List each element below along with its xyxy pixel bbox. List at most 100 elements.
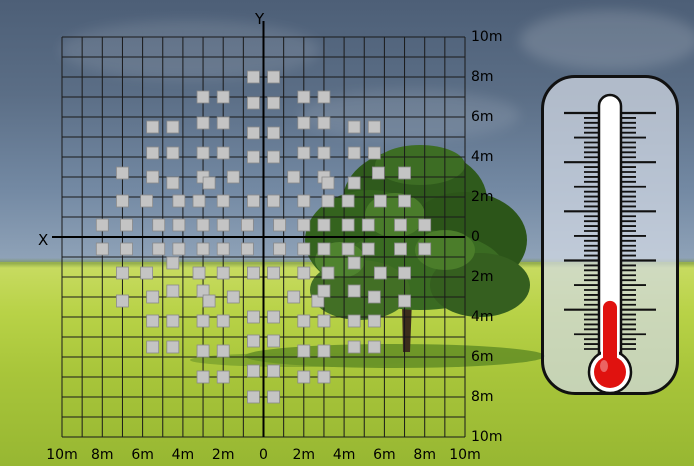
point-marker bbox=[216, 146, 230, 160]
point-marker bbox=[394, 242, 407, 256]
point-marker bbox=[166, 284, 180, 298]
point-marker bbox=[146, 314, 160, 328]
point-marker bbox=[152, 242, 166, 256]
point-marker bbox=[373, 194, 387, 208]
y-tick-label: 10m bbox=[471, 29, 503, 45]
point-marker bbox=[146, 290, 160, 304]
point-marker bbox=[202, 294, 216, 308]
point-marker bbox=[146, 146, 160, 160]
point-marker bbox=[140, 266, 154, 280]
point-marker bbox=[317, 218, 331, 232]
y-axis-name: Y bbox=[255, 10, 265, 28]
point-marker bbox=[367, 340, 381, 354]
point-marker bbox=[196, 344, 210, 358]
point-marker bbox=[152, 218, 166, 232]
x-tick-label: 2m bbox=[211, 447, 235, 463]
point-marker bbox=[321, 176, 335, 190]
point-marker bbox=[317, 344, 331, 358]
point-marker bbox=[267, 96, 280, 110]
point-marker bbox=[371, 166, 385, 180]
point-marker bbox=[240, 242, 254, 256]
y-tick-label: 2m bbox=[471, 189, 494, 205]
y-tick-label: 4m bbox=[471, 309, 494, 325]
point-marker bbox=[172, 194, 186, 208]
x-tick-label: 0 bbox=[259, 447, 268, 463]
point-marker bbox=[247, 364, 260, 378]
point-marker bbox=[166, 176, 180, 190]
point-marker bbox=[196, 370, 210, 384]
point-marker bbox=[116, 166, 129, 180]
point-marker bbox=[247, 126, 260, 140]
point-marker bbox=[196, 242, 210, 256]
point-marker bbox=[297, 218, 311, 232]
x-axis-name: X bbox=[38, 231, 49, 249]
point-marker bbox=[172, 218, 186, 232]
point-marker bbox=[192, 194, 206, 208]
point-marker bbox=[267, 70, 280, 84]
y-tick-label: 8m bbox=[471, 69, 494, 85]
point-marker bbox=[247, 390, 260, 404]
point-marker bbox=[297, 146, 311, 160]
y-tick-label: 6m bbox=[471, 109, 494, 125]
point-marker bbox=[116, 194, 129, 208]
x-tick-label: 4m bbox=[332, 447, 356, 463]
point-marker bbox=[95, 242, 109, 256]
thermometer-liquid bbox=[603, 300, 617, 372]
point-marker bbox=[317, 284, 331, 298]
point-marker bbox=[398, 166, 411, 180]
point-marker bbox=[297, 314, 311, 328]
point-marker bbox=[247, 266, 260, 280]
point-marker bbox=[361, 218, 375, 232]
y-tick-label: 4m bbox=[471, 149, 494, 165]
point-marker bbox=[216, 314, 230, 328]
point-marker bbox=[273, 218, 287, 232]
point-marker bbox=[297, 116, 311, 130]
point-marker bbox=[367, 314, 381, 328]
point-marker bbox=[361, 242, 375, 256]
cloud bbox=[300, 90, 520, 140]
y-tick-label: 10m bbox=[471, 429, 503, 445]
point-marker bbox=[247, 334, 260, 348]
point-marker bbox=[267, 334, 280, 348]
cloud bbox=[60, 20, 320, 80]
point-marker bbox=[247, 96, 260, 110]
point-marker bbox=[216, 218, 230, 232]
point-marker bbox=[247, 70, 260, 84]
point-marker bbox=[196, 116, 210, 130]
point-marker bbox=[317, 146, 331, 160]
point-marker bbox=[267, 126, 280, 140]
x-tick-label: 8m bbox=[413, 447, 436, 463]
x-tick-label: 10m bbox=[46, 447, 78, 463]
point-marker bbox=[347, 256, 361, 270]
point-marker bbox=[287, 290, 301, 304]
y-tick-label: 6m bbox=[471, 349, 494, 365]
point-marker bbox=[297, 344, 311, 358]
point-marker bbox=[226, 290, 240, 304]
point-marker bbox=[373, 266, 387, 280]
point-marker bbox=[367, 290, 381, 304]
y-tick-label: 8m bbox=[471, 389, 494, 405]
point-marker bbox=[341, 242, 355, 256]
point-marker bbox=[226, 170, 240, 184]
point-marker bbox=[341, 194, 355, 208]
point-marker bbox=[347, 146, 361, 160]
y-tick-label: 2m bbox=[471, 269, 494, 285]
point-marker bbox=[247, 150, 260, 164]
point-marker bbox=[247, 194, 260, 208]
point-marker bbox=[202, 176, 216, 190]
point-marker bbox=[394, 218, 407, 232]
point-marker bbox=[297, 194, 311, 208]
point-marker bbox=[116, 294, 129, 308]
point-marker bbox=[317, 314, 331, 328]
point-marker bbox=[347, 120, 361, 134]
point-marker bbox=[267, 310, 280, 324]
point-marker bbox=[240, 218, 254, 232]
x-tick-label: 6m bbox=[373, 447, 396, 463]
point-marker bbox=[317, 116, 331, 130]
point-marker bbox=[216, 370, 230, 384]
point-marker bbox=[297, 370, 311, 384]
point-marker bbox=[267, 364, 280, 378]
point-marker bbox=[347, 314, 361, 328]
point-marker bbox=[297, 266, 311, 280]
